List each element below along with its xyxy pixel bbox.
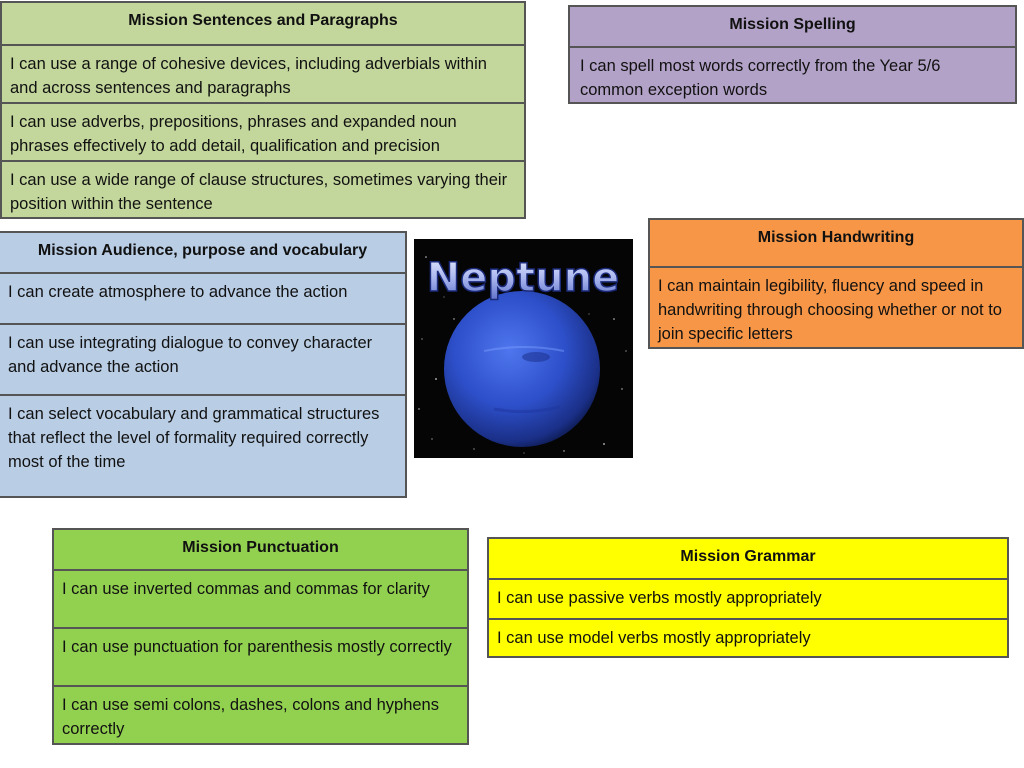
- audience-purpose-vocabulary-table: Mission Audience, purpose and vocabulary…: [0, 231, 407, 498]
- grammar-item-model-verbs: I can use model verbs mostly appropriate…: [497, 629, 811, 647]
- audience-item-vocabulary-formality: I can select vocabulary and grammatical …: [8, 405, 380, 471]
- sentences-paragraphs-title: Mission Sentences and Paragraphs: [2, 3, 524, 46]
- spelling-title: Mission Spelling: [570, 7, 1015, 48]
- planet-neptune-image: Neptune: [414, 239, 633, 458]
- handwriting-item-legibility: I can maintain legibility, fluency and s…: [658, 277, 1002, 343]
- audience-item-atmosphere: I can create atmosphere to advance the a…: [0, 274, 405, 325]
- punctuation-item-parenthesis: I can use punctuation for parenthesis mo…: [54, 629, 467, 687]
- sentences-item-cohesive-devices: I can use a range of cohesive devices, i…: [2, 46, 524, 104]
- grammar-item-passive-verbs: I can use passive verbs mostly appropria…: [489, 580, 1007, 620]
- sentences-item-clause-structures: I can use a wide range of clause structu…: [10, 171, 508, 213]
- sentences-paragraphs-table: Mission Sentences and Paragraphs I can u…: [0, 1, 526, 219]
- neptune-title-text: Neptune: [427, 255, 619, 301]
- audience-title: Mission Audience, purpose and vocabulary: [0, 233, 405, 274]
- spelling-item-exception-words: I can spell most words correctly from th…: [580, 57, 941, 99]
- punctuation-title: Mission Punctuation: [54, 530, 467, 571]
- audience-item-dialogue: I can use integrating dialogue to convey…: [0, 325, 405, 396]
- spelling-table: Mission Spelling I can spell most words …: [568, 5, 1017, 104]
- punctuation-item-inverted-commas: I can use inverted commas and commas for…: [54, 571, 467, 629]
- sentences-item-adverbs-prepositions: I can use adverbs, prepositions, phrases…: [2, 104, 524, 162]
- handwriting-title: Mission Handwriting: [650, 220, 1022, 268]
- punctuation-item-semi-colons: I can use semi colons, dashes, colons an…: [62, 696, 439, 738]
- grammar-title: Mission Grammar: [489, 539, 1007, 580]
- grammar-table: Mission Grammar I can use passive verbs …: [487, 537, 1009, 658]
- punctuation-table: Mission Punctuation I can use inverted c…: [52, 528, 469, 745]
- handwriting-table: Mission Handwriting I can maintain legib…: [648, 218, 1024, 349]
